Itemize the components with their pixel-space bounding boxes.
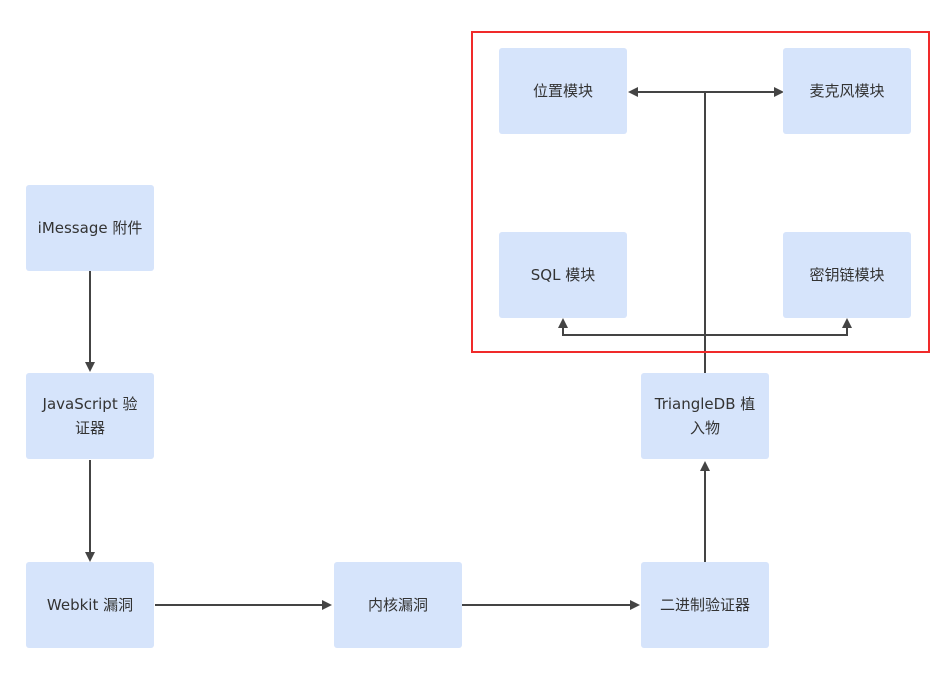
node-sql-module[interactable]: SQL 模块 [499,232,627,318]
node-location-module[interactable]: 位置模块 [499,48,627,134]
edge-to-sql [558,318,705,336]
node-binary-validator[interactable]: 二进制验证器 [641,562,769,648]
modules-highlight-box [471,31,930,353]
node-imessage-attachment[interactable]: iMessage 附件 [26,185,154,271]
edge-to-keychain [705,318,852,336]
node-keychain-module[interactable]: 密钥链模块 [783,232,911,318]
node-javascript-validator[interactable]: JavaScript 验证器 [26,373,154,459]
node-microphone-module[interactable]: 麦克风模块 [783,48,911,134]
node-kernel-exploit[interactable]: 内核漏洞 [334,562,462,648]
node-webkit-exploit[interactable]: Webkit 漏洞 [26,562,154,648]
node-triangledb-implant[interactable]: TriangleDB 植入物 [641,373,769,459]
